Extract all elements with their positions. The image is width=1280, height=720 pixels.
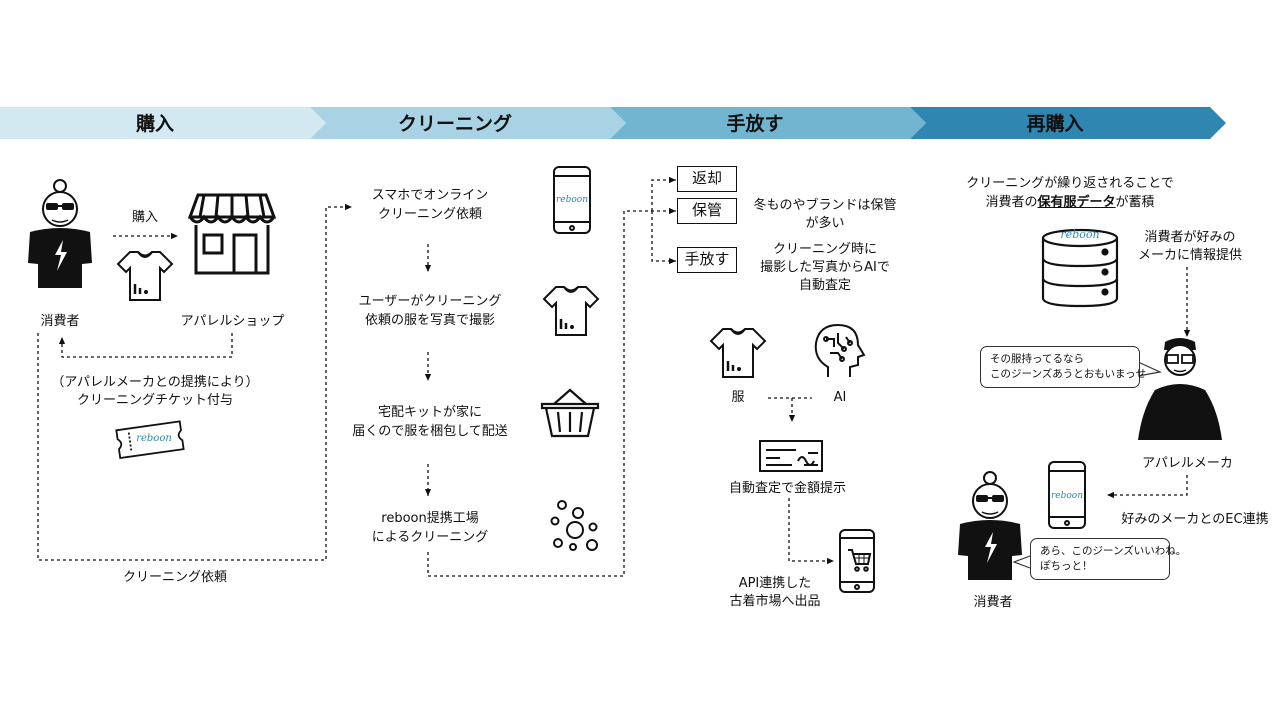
option-release: 手放す xyxy=(677,247,737,273)
ai-head-icon xyxy=(814,323,866,377)
clothes-photo-icon xyxy=(542,286,600,336)
consumer-icon xyxy=(28,179,92,288)
maker-bubble-line1: その服持ってるなら xyxy=(990,353,1084,365)
step-3-line2: 届くので服を梱包して配送 xyxy=(352,424,508,439)
accumulate-heading-line2: 消費者の保有服データが蓄積 xyxy=(945,193,1195,212)
market-line1: API連携した xyxy=(738,576,812,591)
stage-label-repurchase: 再購入 xyxy=(1026,113,1084,135)
cleaning-ticket-icon xyxy=(115,420,185,460)
maker-speech-bubble: その服持ってるなら このジーンズあうとおもいまっせ xyxy=(980,346,1147,388)
step-2-line2: 依頼の服を写真で撮影 xyxy=(364,313,495,328)
delivery-kit-icon xyxy=(540,388,600,438)
db-logo: reboon xyxy=(1060,228,1100,241)
ec-smartphone-icon xyxy=(1048,461,1086,529)
consumer-label: 消費者 xyxy=(40,314,80,329)
price-check-icon xyxy=(759,440,823,472)
ec-phone-logo: reboon xyxy=(1050,491,1084,501)
stage-label-cleaning: クリーニング xyxy=(397,113,512,135)
smartphone-icon xyxy=(553,166,591,234)
return-branch-arrow xyxy=(651,176,676,211)
maker-label: アパレルメーカ xyxy=(1142,456,1233,471)
stage-label-purchase: 購入 xyxy=(135,113,174,135)
phone-logo-cleaning: reboon xyxy=(555,195,589,205)
apparel-maker-icon xyxy=(1138,338,1222,440)
to-release-arrow xyxy=(427,207,676,577)
shop-icon xyxy=(187,193,277,275)
consumer-repurchase-label: 消費者 xyxy=(973,595,1013,610)
ai-label: AI xyxy=(833,390,847,405)
clothes-icon xyxy=(709,328,767,378)
consumer-repurchase-icon xyxy=(958,471,1022,580)
market-arrow xyxy=(788,498,834,565)
ec-arrow xyxy=(1107,475,1188,499)
step-4-line2: によるクリーニング xyxy=(371,530,489,545)
keep-note-line2: が多い xyxy=(805,216,845,231)
stage-chevron-purchase xyxy=(0,107,326,139)
release-note-line1: クリーニング時に xyxy=(772,242,877,257)
consumer-bubble-tail xyxy=(1012,555,1031,569)
option-keep: 保管 xyxy=(677,198,737,224)
ticket-note-line2: クリーニングチケット付与 xyxy=(76,393,233,408)
cleaning-request-arrow xyxy=(37,203,352,561)
maker-bubble-line2: このジーンズあうとおもいまっせ xyxy=(990,368,1147,380)
step-2-line1: ユーザーがクリーニング xyxy=(358,294,502,309)
heading-prefix: 消費者の xyxy=(985,195,1038,210)
database-icon xyxy=(1041,228,1119,308)
consumer-speech-bubble: あら、このジーンズいいわね。 ぽちっと！ xyxy=(1030,538,1187,580)
release-note-line2: 撮影した写真からAIで xyxy=(760,260,890,275)
step-1-line2: クリーニング依頼 xyxy=(377,207,482,222)
step-1-line1: スマホでオンライン xyxy=(371,188,489,203)
buy-label: 購入 xyxy=(131,210,158,225)
ticket-note-line1: （アパレルメーカとの提携により） xyxy=(51,375,259,390)
heading-bold: 保有服データ xyxy=(1037,195,1116,210)
stage-chevron-repurchase xyxy=(910,107,1226,139)
market-line2: 古着市場へ出品 xyxy=(729,594,821,609)
clothes-label: 服 xyxy=(731,390,745,405)
release-branch-arrow xyxy=(651,211,676,265)
maker-bubble-tail xyxy=(1137,361,1162,377)
marketplace-phone-icon xyxy=(839,529,875,593)
step-3-line1: 宅配キットが家に xyxy=(377,405,482,420)
ticket-logo: reboon xyxy=(136,433,172,444)
option-return: 返却 xyxy=(677,166,737,192)
shop-label: アパレルショップ xyxy=(180,314,285,329)
ticket-return-arrow xyxy=(58,333,233,358)
step-4-line1: reboon提携工場 xyxy=(381,511,479,526)
price-label: 自動査定で金額提示 xyxy=(728,481,846,496)
maker-info-line2: メーカに情報提供 xyxy=(1137,248,1242,263)
stage-label-release: 手放す xyxy=(726,113,784,135)
stage-chevron-release xyxy=(610,107,926,139)
consumer-bubble-line2: ぽちっと！ xyxy=(1040,560,1093,572)
tshirt-icon xyxy=(116,251,174,301)
cleaning-bubbles-icon xyxy=(550,500,598,551)
stage-chevron-cleaning xyxy=(310,107,626,139)
ec-label: 好みのメーカとのEC連携 xyxy=(1121,512,1269,527)
cleaning-request-label: クリーニング依頼 xyxy=(122,570,227,585)
release-note-line3: 自動査定 xyxy=(798,278,851,293)
maker-info-line1: 消費者が好みの xyxy=(1144,230,1236,245)
keep-note-line1: 冬ものやブランドは保管 xyxy=(753,198,897,213)
heading-suffix: が蓄積 xyxy=(1115,195,1155,210)
consumer-bubble-line1: あら、このジーンズいいわね。 xyxy=(1040,545,1187,557)
accumulate-heading-line1: クリーニングが繰り返されることで xyxy=(966,176,1174,191)
